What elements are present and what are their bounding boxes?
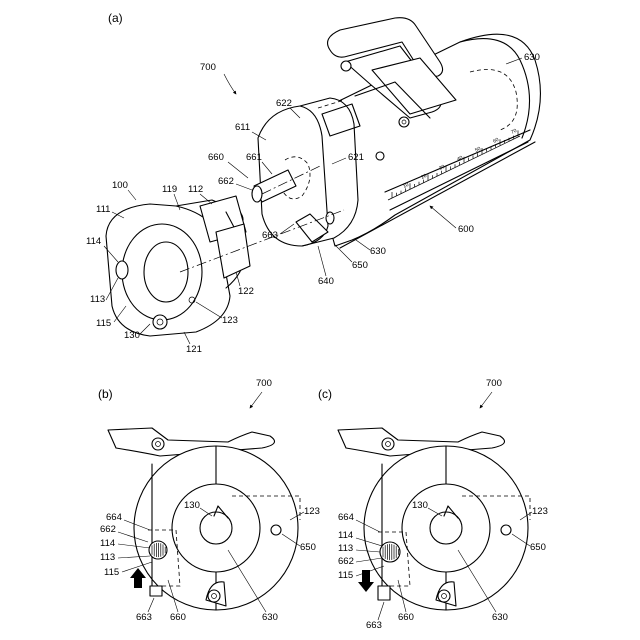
panel-b-drawing: (b) 700 130 123 664 662 114 <box>98 378 320 623</box>
label-650: 650 <box>352 260 368 271</box>
label-b-630: 630 <box>262 612 278 623</box>
label-c-114: 114 <box>338 530 353 541</box>
label-c-650: 650 <box>530 542 546 553</box>
arrow-up-icon <box>130 568 146 588</box>
label-b-700: 700 <box>256 378 272 389</box>
label-c-115: 115 <box>338 570 353 581</box>
label-611: 611 <box>235 122 250 133</box>
label-c-113: 113 <box>338 543 353 554</box>
label-c-700: 700 <box>486 378 502 389</box>
label-661: 661 <box>246 152 262 163</box>
label-113: 113 <box>90 294 105 305</box>
label-c-130: 130 <box>412 500 428 511</box>
label-c-630: 630 <box>492 612 508 623</box>
label-c-660: 660 <box>398 612 414 623</box>
label-c-662: 662 <box>338 556 354 567</box>
label-630-mid: 630 <box>370 246 386 257</box>
label-119: 119 <box>162 184 177 195</box>
label-121: 121 <box>186 344 202 355</box>
panel-c-drawing: (c) 700 130 123 664 114 113 <box>318 378 548 631</box>
pin-hatch-b <box>152 543 165 557</box>
label-b-114: 114 <box>100 538 115 549</box>
label-b-115: 115 <box>104 567 119 578</box>
label-115: 115 <box>96 318 111 329</box>
label-640: 640 <box>318 276 334 287</box>
label-b-130: 130 <box>184 500 200 511</box>
label-660: 660 <box>208 152 224 163</box>
label-b-113: 113 <box>100 552 115 563</box>
label-663: 663 <box>262 230 278 241</box>
label-622: 622 <box>276 98 292 109</box>
label-b-664: 664 <box>106 512 122 523</box>
label-122: 122 <box>238 286 254 297</box>
panel-b-label: (b) <box>98 387 113 401</box>
label-b-660: 660 <box>170 612 186 623</box>
label-123: 123 <box>222 315 238 326</box>
label-b-123: 123 <box>304 506 320 517</box>
label-b-662: 662 <box>100 524 116 535</box>
label-600: 600 <box>458 224 474 235</box>
label-621: 621 <box>348 152 364 163</box>
label-112: 112 <box>188 184 203 195</box>
panel-c-label: (c) <box>318 387 332 401</box>
label-130: 130 <box>124 330 140 341</box>
label-c-664: 664 <box>338 512 354 523</box>
label-111: 111 <box>96 204 110 215</box>
label-c-663: 663 <box>366 620 382 631</box>
label-b-663: 663 <box>136 612 152 623</box>
label-662: 662 <box>218 176 234 187</box>
label-114: 114 <box>86 236 101 247</box>
label-630-top: 630 <box>524 52 540 63</box>
panel-a-label: (a) <box>108 11 123 25</box>
label-100: 100 <box>112 180 128 191</box>
arrow-down-icon <box>358 570 374 592</box>
label-700: 700 <box>200 62 216 73</box>
label-b-650: 650 <box>300 542 316 553</box>
panel-a-drawing: (a) 70 60 50 40 30 20 10 <box>86 11 540 355</box>
label-c-123: 123 <box>532 506 548 517</box>
